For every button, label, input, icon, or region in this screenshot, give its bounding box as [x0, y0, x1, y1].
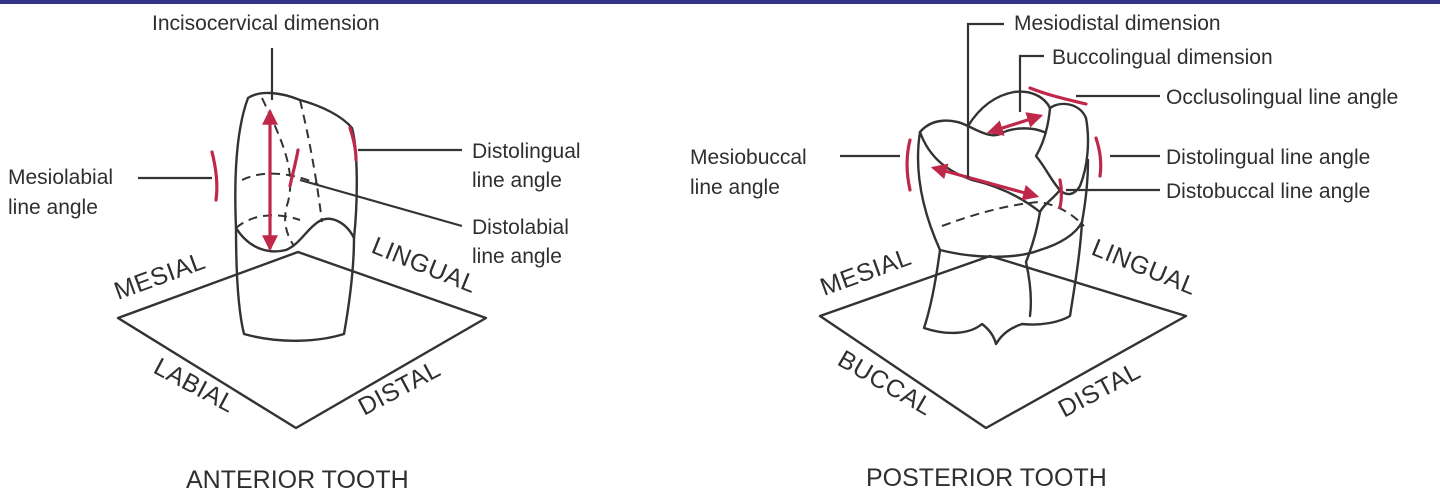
distolabial-label-line2: line angle [472, 245, 562, 268]
distolabial-leader [299, 178, 463, 228]
posterior-face-mesial: MESIAL [816, 243, 915, 302]
distobuccal-label: Distobuccal line angle [1166, 180, 1370, 203]
posterior-face-buccal: BUCCAL [833, 345, 937, 421]
buccolingual-leader [1018, 54, 1044, 112]
buccolingual-label: Buccolingual dimension [1052, 46, 1273, 69]
occlusolingual-label: Occlusolingual line angle [1166, 86, 1398, 109]
anterior-face-distal: DISTAL [354, 355, 445, 421]
anterior-face-mesial: MESIAL [110, 247, 209, 306]
posterior-orientation-plane [818, 254, 1188, 430]
posterior-tooth-root [922, 220, 1084, 346]
distolingual-label-line1: Distolingual [472, 140, 581, 163]
mesiobuccal-angle-mark [905, 138, 912, 192]
distolabial-label-line1: Distolabial [472, 216, 569, 239]
anterior-face-lingual: LINGUAL [368, 232, 481, 299]
top-rule [0, 0, 1440, 4]
mesiodistal-label: Mesiodistal dimension [1014, 12, 1221, 35]
buccolingual-arrow [986, 112, 1044, 136]
incisocervical-label: Incisocervical dimension [152, 12, 380, 35]
posterior-tooth-figure [818, 22, 1188, 430]
posterior-tooth-body [916, 130, 1090, 258]
mesiolabial-label-line2: line angle [8, 196, 98, 219]
distolabial-angle-mark [288, 148, 300, 188]
mesiolabial-label-line1: Mesiolabial [8, 166, 113, 189]
occlusolingual-angle-mark [1028, 86, 1088, 106]
mesiobuccal-label-line1: Mesiobuccal [690, 146, 807, 169]
anterior-face-labial: LABIAL [149, 353, 240, 419]
anterior-caption: ANTERIOR TOOTH [186, 466, 409, 494]
distolingual-label-posterior: Distolingual line angle [1166, 146, 1370, 169]
posterior-occlusal-cusps [966, 106, 1062, 192]
distolingual-label-line2: line angle [472, 169, 562, 192]
distolingual-angle-mark-posterior [1094, 136, 1103, 178]
mesiodistal-leader [966, 22, 1004, 178]
mesiolabial-angle-mark [210, 150, 219, 202]
mesiobuccal-label-line2: line angle [690, 176, 780, 199]
anterior-tooth-root [234, 226, 356, 342]
anterior-tooth-outline [234, 91, 358, 253]
posterior-caption: POSTERIOR TOOTH [866, 464, 1107, 492]
anterior-tooth-figure [116, 48, 488, 430]
anterior-hidden-edges [235, 97, 323, 247]
posterior-buccal-groove [1024, 210, 1042, 318]
mesiodistal-arrow [930, 163, 1040, 201]
distobuccal-angle-mark [1058, 178, 1064, 210]
posterior-face-distal: DISTAL [1054, 357, 1145, 423]
distolingual-angle-mark [348, 126, 358, 162]
posterior-hidden-edges [941, 200, 1085, 227]
